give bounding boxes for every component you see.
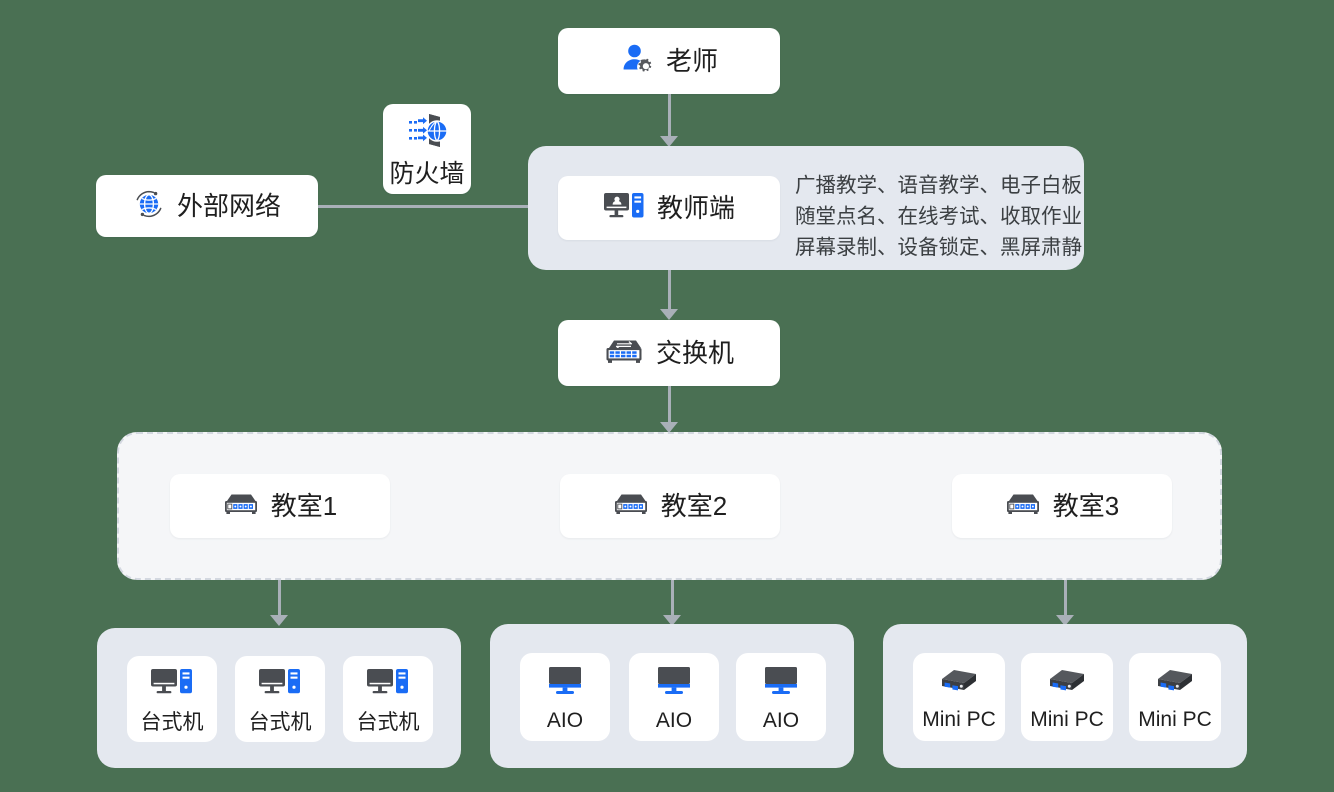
device-minipc-2-label: Mini PC: [1030, 707, 1104, 731]
node-classroom-2[interactable]: 教室2: [560, 474, 780, 538]
node-teacher-label: 老师: [665, 46, 718, 76]
arrow-classroom1-to-devices: [270, 615, 288, 626]
feature-line-1: 广播教学、语音教学、电子白板: [795, 174, 1082, 197]
node-teacher-client[interactable]: 教师端: [558, 176, 780, 240]
mini-pc-icon: [936, 665, 982, 702]
connector-classroom1-to-devices: [278, 580, 281, 622]
node-teacher[interactable]: 老师: [558, 28, 780, 94]
arrow-client-to-switch: [660, 309, 678, 320]
device-minipc-3-label: Mini PC: [1138, 707, 1212, 731]
arrow-classroom3-to-devices: [1056, 615, 1074, 626]
arrow-switch-to-classrooms: [660, 422, 678, 433]
node-classroom-2-label: 教室2: [660, 491, 728, 521]
node-switch[interactable]: 交换机: [558, 320, 780, 386]
device-desktop-2-label: 台式机: [248, 710, 312, 734]
device-aio-2[interactable]: AIO: [629, 653, 719, 741]
node-firewall-label: 防火墙: [389, 160, 465, 188]
node-classroom-1[interactable]: 教室1: [170, 474, 390, 538]
node-external-network-label: 外部网络: [176, 191, 281, 221]
device-aio-1-label: AIO: [546, 708, 584, 732]
connector-switch-to-classrooms: [668, 385, 671, 431]
device-desktop-1[interactable]: 台式机: [127, 656, 217, 742]
device-desktop-3[interactable]: 台式机: [343, 656, 433, 742]
device-aio-3[interactable]: AIO: [736, 653, 826, 741]
switch-small-icon: [1005, 491, 1041, 522]
connector-teacher-to-client: [668, 92, 671, 144]
mini-pc-icon: [1044, 665, 1090, 702]
connector-network-to-client: [318, 205, 530, 208]
switch-small-icon: [223, 491, 259, 522]
user-gear-icon: [620, 42, 654, 81]
device-minipc-2[interactable]: Mini PC: [1021, 653, 1113, 741]
device-minipc-1[interactable]: Mini PC: [913, 653, 1005, 741]
arrow-classroom2-to-devices: [663, 615, 681, 626]
node-classroom-3-label: 教室3: [1052, 491, 1120, 521]
device-desktop-1-label: 台式机: [140, 710, 204, 734]
node-external-network[interactable]: 外部网络: [96, 175, 318, 237]
device-aio-1[interactable]: AIO: [520, 653, 610, 741]
connector-classroom2-to-devices: [671, 580, 674, 622]
node-firewall[interactable]: 防火墙: [383, 104, 471, 194]
aio-monitor-icon: [653, 664, 695, 703]
aio-monitor-icon: [544, 664, 586, 703]
desktop-pc-icon: [258, 666, 302, 705]
device-aio-3-label: AIO: [762, 708, 800, 732]
device-aio-2-label: AIO: [655, 708, 693, 732]
firewall-icon: [404, 111, 450, 156]
teacher-pc-icon: [603, 190, 645, 227]
device-minipc-1-label: Mini PC: [922, 707, 996, 731]
arrow-teacher-to-client: [660, 136, 678, 147]
feature-line-3: 屏幕录制、设备锁定、黑屏肃静: [795, 236, 1082, 259]
feature-line-2: 随堂点名、在线考试、收取作业: [795, 205, 1082, 228]
node-classroom-3[interactable]: 教室3: [952, 474, 1172, 538]
mini-pc-icon: [1152, 665, 1198, 702]
teacher-feature-list: 广播教学、语音教学、电子白板 随堂点名、在线考试、收取作业 屏幕录制、设备锁定、…: [795, 170, 1082, 263]
globe-icon: [133, 188, 165, 225]
desktop-pc-icon: [150, 666, 194, 705]
switch-icon: [604, 336, 644, 371]
connector-classroom3-to-devices: [1064, 580, 1067, 622]
switch-small-icon: [613, 491, 649, 522]
node-classroom-1-label: 教室1: [270, 491, 338, 521]
device-desktop-2[interactable]: 台式机: [235, 656, 325, 742]
device-desktop-3-label: 台式机: [356, 710, 420, 734]
device-minipc-3[interactable]: Mini PC: [1129, 653, 1221, 741]
desktop-pc-icon: [366, 666, 410, 705]
connector-client-to-switch: [668, 270, 671, 316]
node-switch-label: 交换机: [655, 338, 734, 368]
node-teacher-client-label: 教师端: [656, 193, 735, 223]
aio-monitor-icon: [760, 664, 802, 703]
